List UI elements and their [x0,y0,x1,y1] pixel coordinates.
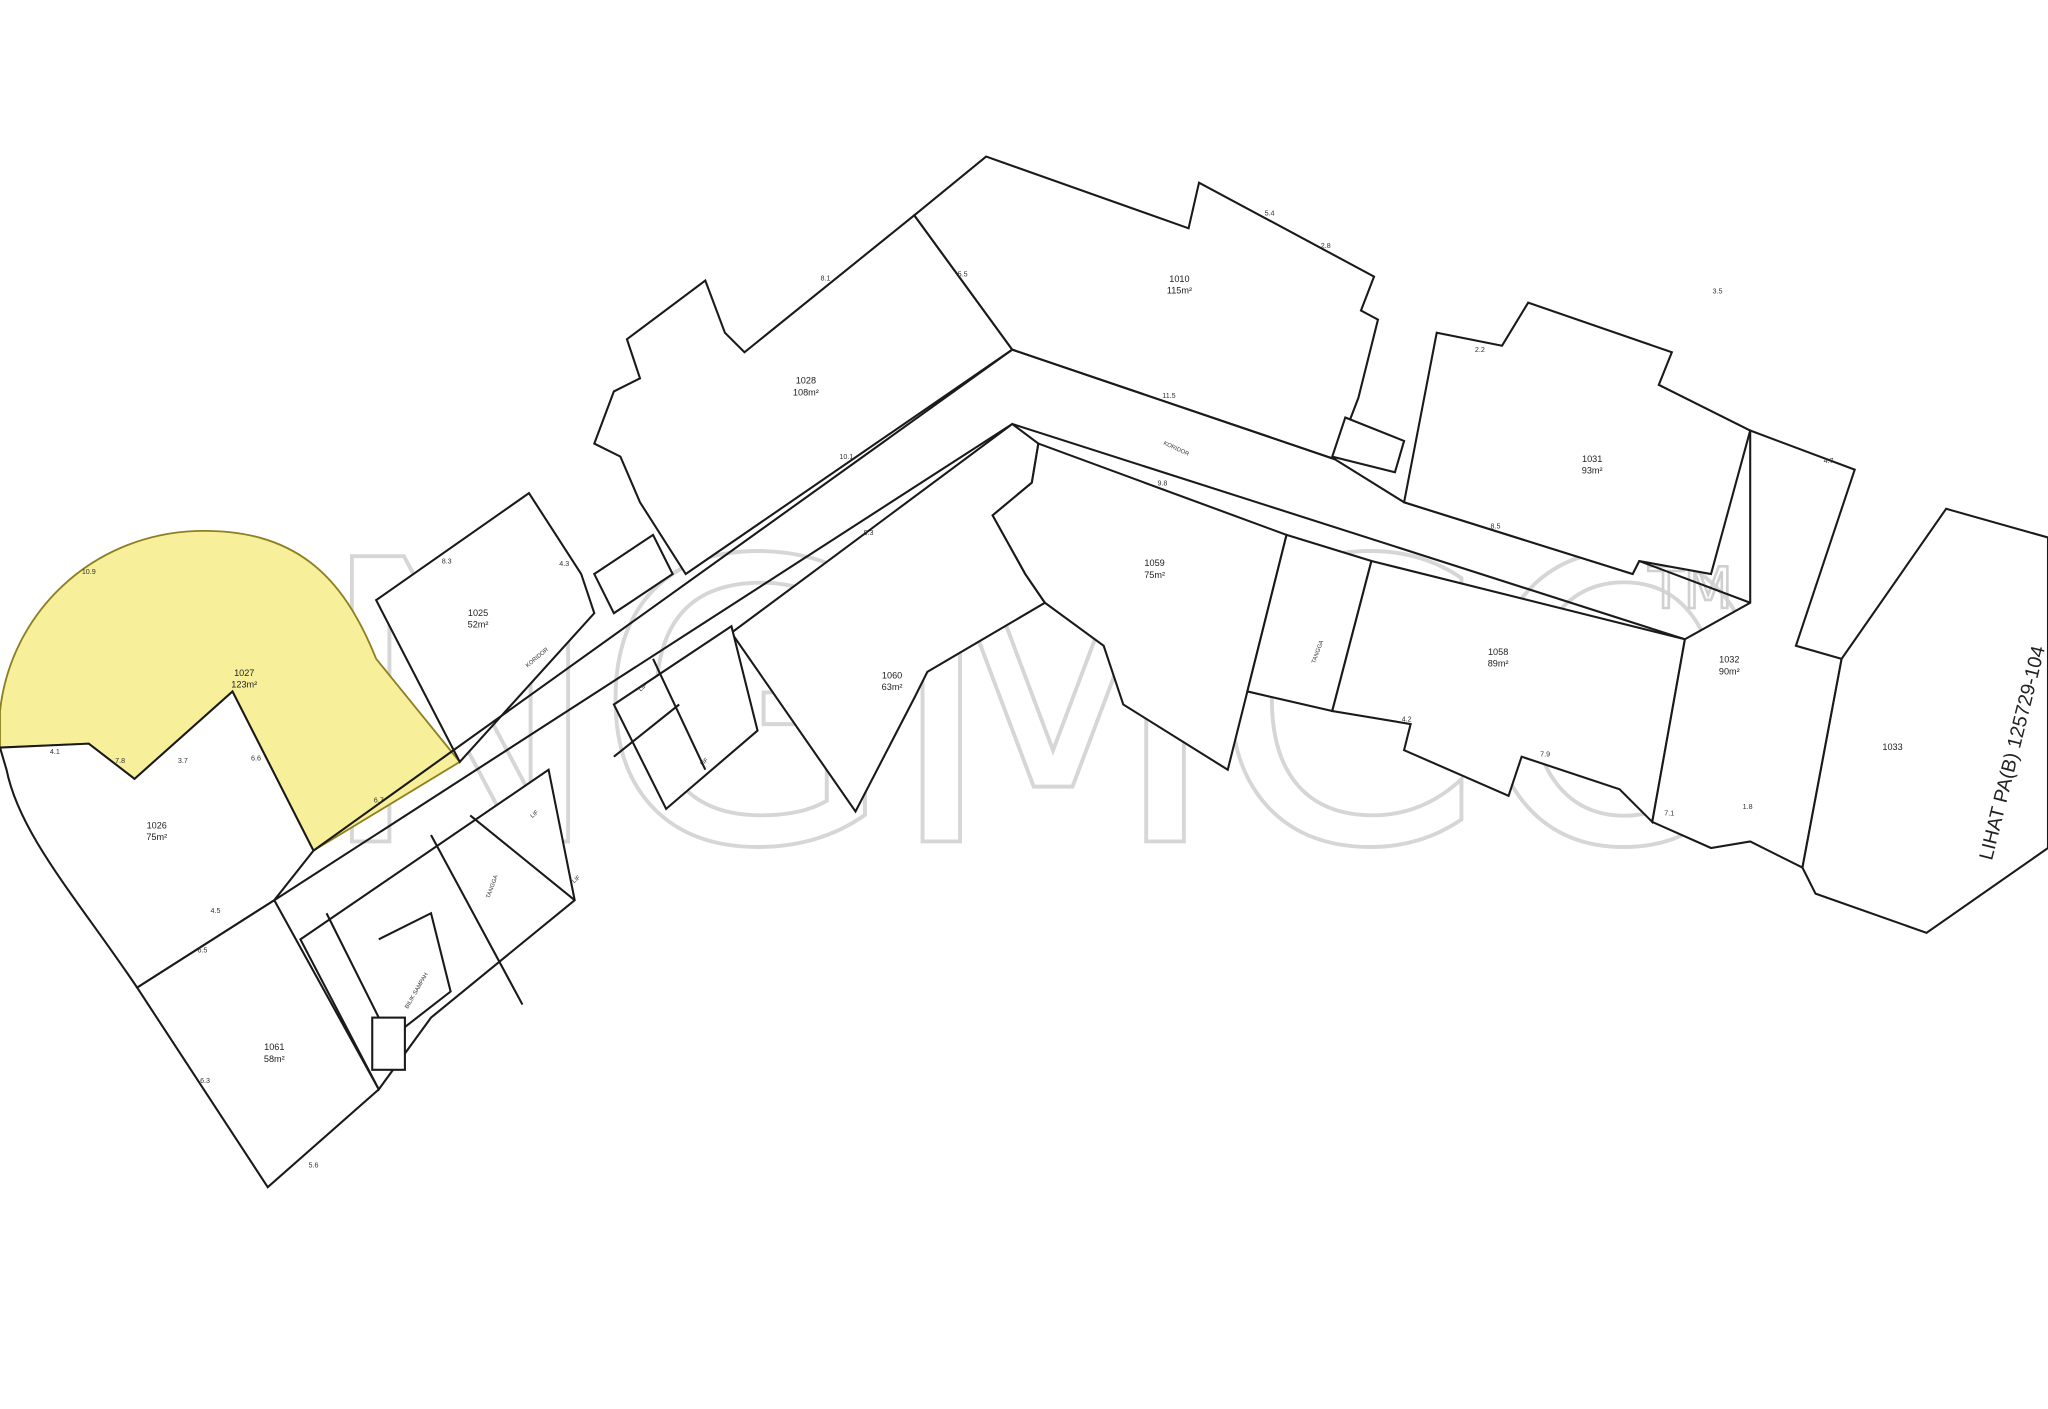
dimension-label: 6.6 [251,755,261,763]
unit-1031[interactable] [1402,301,1752,576]
unit-area-label: 63m² [882,682,903,692]
service-room-label: LIF [571,875,582,885]
small-room [371,1016,406,1071]
unit-number-label: 1028 [796,376,816,386]
dimension-label: 8.5 [1491,522,1501,530]
dimension-label: 7.1 [1664,809,1674,817]
service-room-label: LIF [699,757,710,767]
lift-core [612,624,759,811]
dimension-label: 10.1 [839,453,853,461]
service-walls [325,814,576,1045]
unit-area-label: 115m² [1167,286,1192,296]
unit-area-label: 75m² [146,832,167,842]
dimension-label: 7.9 [1540,751,1550,759]
dimension-label: 9.8 [1157,479,1167,487]
dimension-labels: 10.9 4.1 7.8 3.7 6.6 6.7 4.5 6.5 6.3 5.6 8.3 4.3 8.1… [50,209,1834,1169]
unit-area-label: 93m² [1582,466,1603,476]
dimension-label: 4.2 [1402,715,1412,723]
unit-number-label: 1026 [147,820,167,830]
duct-1 [592,533,675,615]
unit-number-label: 1032 [1719,655,1739,665]
unit-number-label: 1031 [1582,454,1602,464]
dimension-label: 7.8 [115,757,125,765]
dimension-label: 5.4 [1265,209,1275,217]
unit-1010[interactable] [912,155,1380,461]
dimension-label: 9.3 [864,529,874,537]
corridor-wall-north [312,348,1336,852]
dimension-label: 3.7 [178,757,188,765]
dimension-label: 8.1 [820,274,830,282]
unit-number-label: 1061 [264,1042,284,1052]
dimension-label: 6.5 [197,946,207,954]
dimension-label: 4.5 [211,907,221,915]
dimension-label: 2.8 [1321,242,1331,250]
dimension-label: 3.5 [1713,288,1723,296]
unit-1032[interactable] [1651,429,1857,870]
unit-number-label: 1027 [234,668,254,678]
unit-area-label: 89m² [1488,659,1509,669]
dimension-label: 4.1 [50,748,60,756]
service-row [299,767,576,1092]
unit-number-label: 1033 [1882,742,1902,752]
unit-area-label: 90m² [1719,666,1740,676]
service-room-label: LIF [530,809,541,819]
service-room-label: LIF [638,683,649,693]
dimension-label: 4.3 [559,560,569,568]
unit-1026[interactable] [0,689,315,990]
unit-number-label: 1025 [468,608,488,618]
dimension-label: 4.7 [1824,457,1834,465]
unit-number-label: 1058 [1488,647,1508,657]
unit-number-label: 1010 [1169,274,1189,284]
unit-number-label: 1060 [882,670,902,680]
unit-1028[interactable] [592,213,1014,576]
dimension-label: 5.5 [958,271,968,279]
dimension-label: 1.8 [1743,803,1753,811]
dimension-label: 6.7 [374,796,384,804]
unit-1027[interactable] [0,530,462,852]
unit-number-label: 1059 [1144,558,1164,568]
unit-area-label: 75m² [1144,570,1165,580]
dimension-label: 2.2 [1475,346,1485,354]
unit-area-label: 58m² [264,1054,285,1064]
service-divider [613,658,707,771]
duct-2 [1330,416,1406,474]
dimension-label: 5.6 [308,1162,318,1170]
unit-1025[interactable] [374,491,596,764]
dimension-label: 8.3 [442,558,452,566]
dimension-label: 6.3 [200,1077,210,1085]
dimension-label: 10.9 [82,568,96,576]
unit-area-label: 123m² [231,680,257,690]
dimension-label: 11.5 [1162,392,1175,400]
corridor-label: KORIDOR [1162,441,1189,458]
unit-area-label: 52m² [468,620,489,630]
unit-area-label: 108m² [793,387,819,397]
